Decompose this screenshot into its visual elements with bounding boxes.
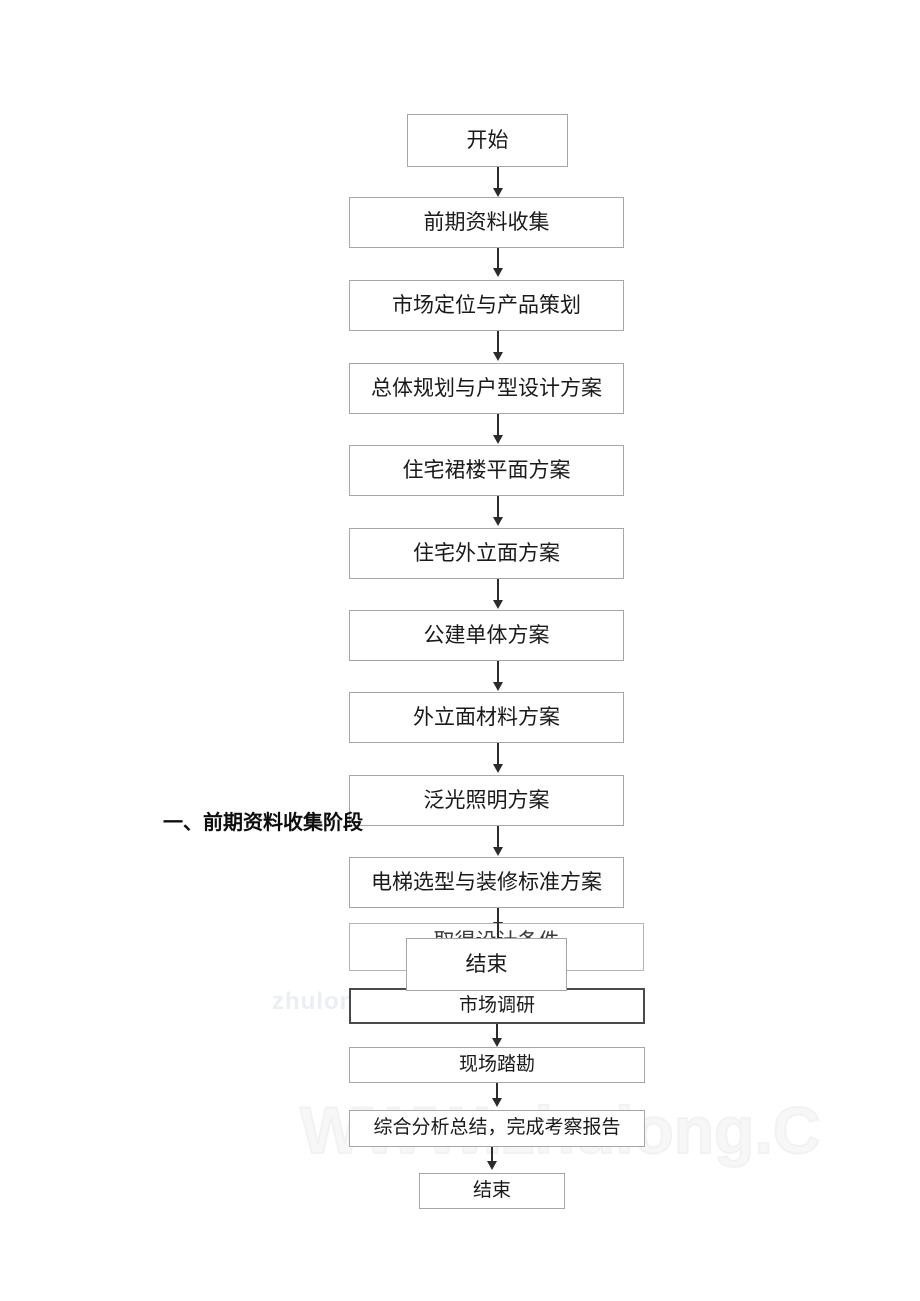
arrowhead-12 <box>492 1038 502 1047</box>
node-step-3[interactable]: 总体规划与户型设计方案 <box>349 363 624 414</box>
connector-sub-2-to-3 <box>496 1083 498 1103</box>
node-step-5[interactable]: 住宅外立面方案 <box>349 528 624 579</box>
node-step-4[interactable]: 住宅裙楼平面方案 <box>349 445 624 496</box>
node-sub-step-1[interactable]: 市场调研 <box>349 988 645 1024</box>
connector-2-to-3 <box>497 331 499 357</box>
connector-sub-3-to-end <box>491 1147 493 1165</box>
connector-3-to-4 <box>497 414 499 440</box>
node-step-6[interactable]: 公建单体方案 <box>349 610 624 661</box>
connector-sub-1-to-2 <box>496 1024 498 1043</box>
node-step-2[interactable]: 市场定位与产品策划 <box>349 280 624 331</box>
arrowhead-1 <box>493 188 503 197</box>
arrowhead-14 <box>487 1161 497 1170</box>
connector-8-to-9 <box>497 826 499 852</box>
connector-7-to-8 <box>497 743 499 769</box>
node-step-7[interactable]: 外立面材料方案 <box>349 692 624 743</box>
arrowhead-8 <box>493 764 503 773</box>
arrowhead-2 <box>493 268 503 277</box>
node-start[interactable]: 开始 <box>407 114 568 167</box>
node-sub-step-3[interactable]: 综合分析总结，完成考察报告 <box>349 1110 645 1147</box>
node-sub-end[interactable]: 结束 <box>419 1173 565 1209</box>
connector-1-to-2 <box>497 248 499 273</box>
arrowhead-13 <box>492 1098 502 1107</box>
node-step-1[interactable]: 前期资料收集 <box>349 197 624 248</box>
arrowhead-5 <box>493 517 503 526</box>
section-heading: 一、前期资料收集阶段 <box>163 812 363 834</box>
connector-4-to-5 <box>497 496 499 522</box>
connector-5-to-6 <box>497 579 499 605</box>
arrowhead-9 <box>493 847 503 856</box>
connector-6-to-7 <box>497 661 499 687</box>
node-step-8[interactable]: 泛光照明方案 <box>349 775 624 826</box>
connector-10-to-sub <box>497 908 499 948</box>
node-step-9[interactable]: 电梯选型与装修标准方案 <box>349 857 624 908</box>
arrowhead-4 <box>493 435 503 444</box>
node-sub-step-2[interactable]: 现场踏勘 <box>349 1047 645 1083</box>
arrowhead-6 <box>493 600 503 609</box>
arrowhead-3 <box>493 352 503 361</box>
connector-start-to-1 <box>497 167 499 193</box>
node-overlay-end[interactable]: 结束 <box>406 938 567 991</box>
arrowhead-7 <box>493 682 503 691</box>
